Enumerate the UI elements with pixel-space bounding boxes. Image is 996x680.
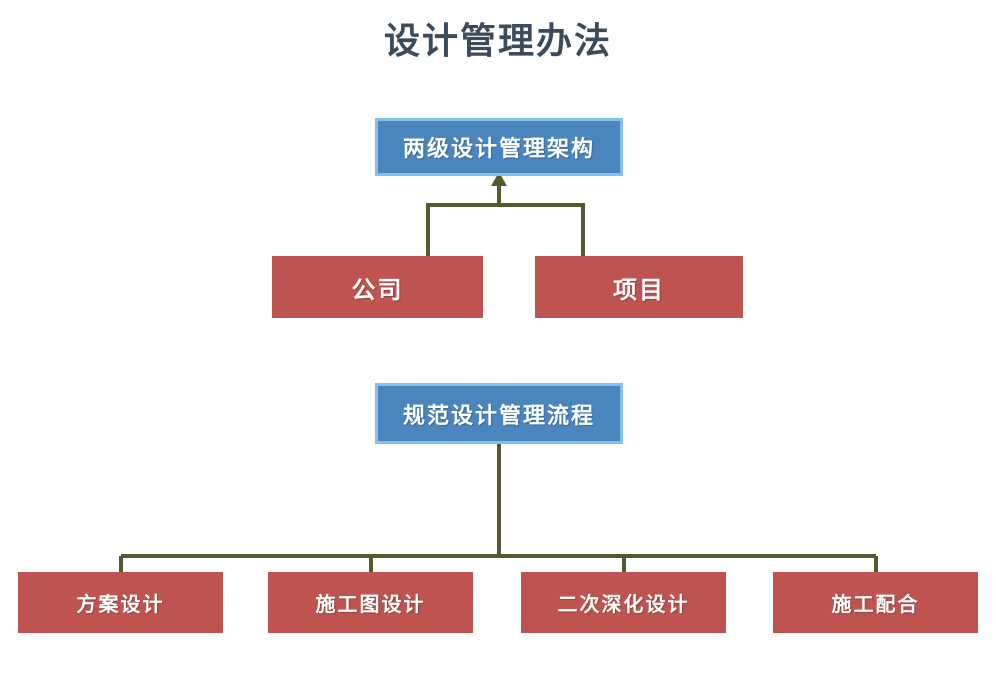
node-scheme-design-label: 方案设计 (76, 592, 165, 616)
node-framework[interactable]: 两级设计管理架构 (375, 118, 623, 176)
node-construction-coordination[interactable]: 施工配合 (773, 572, 978, 633)
node-process[interactable]: 规范设计管理流程 (375, 383, 623, 444)
node-project-label: 项目 (613, 275, 665, 304)
node-process-label: 规范设计管理流程 (402, 403, 595, 429)
node-secondary-deepening-design[interactable]: 二次深化设计 (521, 572, 726, 633)
node-project[interactable]: 项目 (535, 256, 743, 318)
node-construction-drawing-design[interactable]: 施工图设计 (268, 572, 473, 633)
node-framework-label: 两级设计管理架构 (402, 137, 595, 162)
node-company-label: 公司 (351, 275, 404, 304)
node-secondary-deepening-design-label: 二次深化设计 (557, 592, 690, 616)
node-construction-coordination-label: 施工配合 (831, 592, 920, 616)
node-company[interactable]: 公司 (272, 256, 483, 318)
node-construction-drawing-design-label: 施工图设计 (315, 592, 426, 616)
page-title: 设计管理办法 (383, 21, 612, 62)
node-scheme-design[interactable]: 方案设计 (18, 572, 223, 633)
